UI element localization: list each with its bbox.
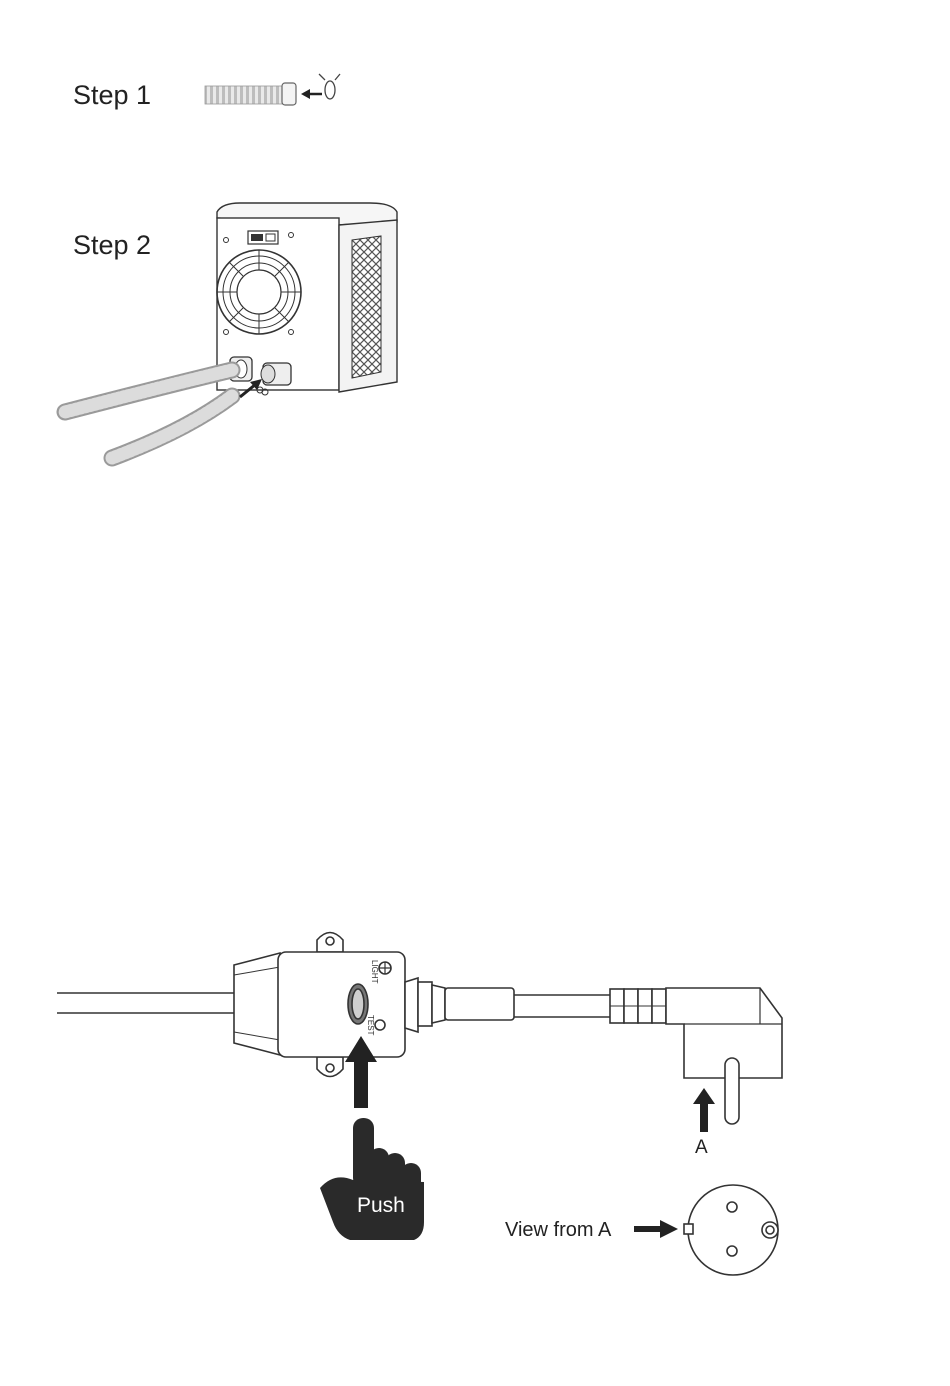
light-label: LIGHT [370, 960, 379, 984]
step1-hose-icon [205, 83, 296, 105]
step1-arrow-icon [301, 89, 322, 99]
test-label: TEST [366, 1015, 375, 1036]
socket-face-icon [684, 1185, 778, 1275]
hose-icon [65, 370, 232, 458]
view-arrow-icon [693, 1088, 715, 1132]
rcd-plug-icon [234, 933, 514, 1077]
push-label: Push [357, 1194, 405, 1217]
hose-clamp-icon [319, 74, 340, 99]
hand-push-icon [320, 1118, 424, 1240]
view-marker-label: A [695, 1137, 708, 1158]
fan-icon [217, 250, 301, 334]
view-caption: View from A [505, 1219, 612, 1241]
view-from-arrow-icon [634, 1220, 678, 1238]
